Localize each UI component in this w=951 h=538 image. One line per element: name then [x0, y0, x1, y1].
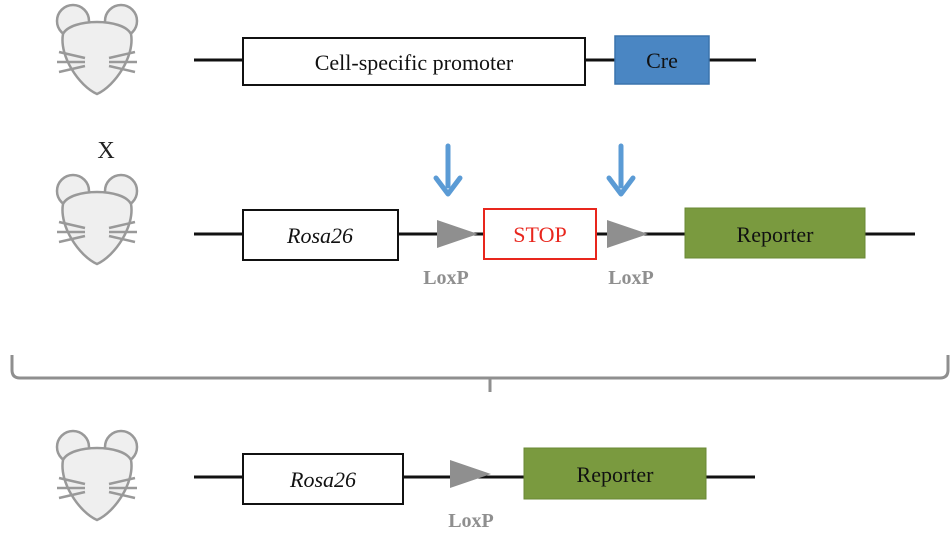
mouse-icon-row2 — [55, 173, 139, 266]
arrow-down-icon-right — [606, 143, 636, 197]
loxp-label-right: LoxP — [608, 267, 654, 289]
cre-fill — [614, 35, 710, 85]
loxp-label-row3: LoxP — [448, 510, 494, 532]
arrow-down-icon-left — [433, 143, 463, 197]
loxp-label-left: LoxP — [423, 267, 469, 289]
loxp-triangle-left — [437, 220, 478, 248]
stop-box: STOP — [483, 208, 597, 260]
rosa26-label-row3: Rosa26 — [289, 467, 356, 492]
rosa26-label-row2: Rosa26 — [286, 223, 353, 248]
reporter-box-row3: Reporter — [523, 447, 707, 500]
bracket — [10, 355, 950, 392]
cross-symbol: X — [97, 138, 114, 164]
loxp-triangle-row3 — [450, 460, 491, 488]
reporter-label-row2: Reporter — [737, 222, 815, 247]
mouse-icon-row3 — [55, 429, 139, 522]
mouse-icon-row1 — [55, 3, 139, 96]
cre-box: Cre — [614, 35, 710, 85]
loxp-triangle-right — [607, 220, 648, 248]
promoter-box: Cell-specific promoter — [242, 37, 586, 86]
stop-label: STOP — [513, 222, 566, 247]
reporter-label-row3: Reporter — [577, 462, 655, 487]
rosa26-box-row3: Rosa26 — [242, 453, 404, 505]
promoter-label: Cell-specific promoter — [315, 50, 514, 75]
reporter-box-row2: Reporter — [684, 207, 866, 259]
rosa26-box-row2: Rosa26 — [242, 209, 399, 261]
cre-label: Cre — [646, 48, 678, 73]
